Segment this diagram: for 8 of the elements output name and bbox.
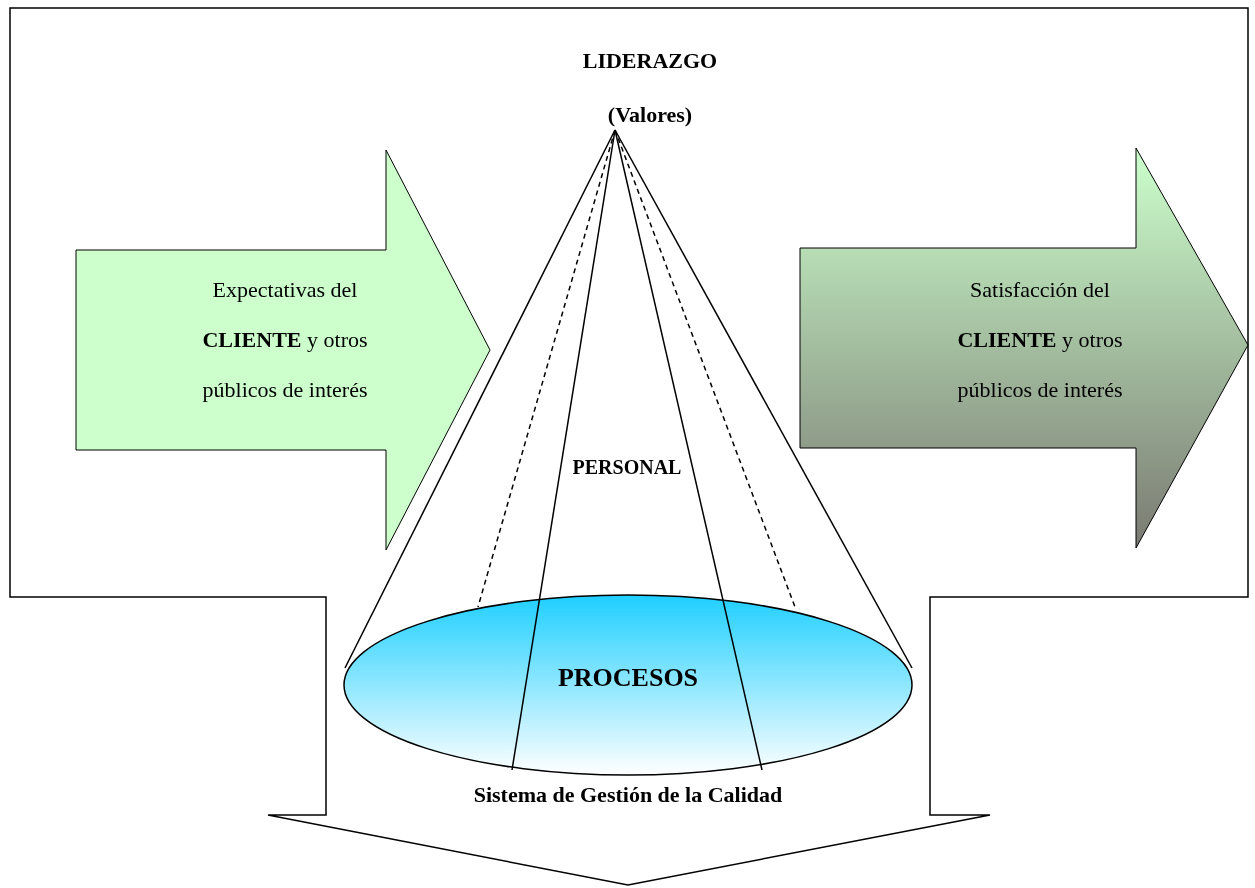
output-text: Satisfacción del CLIENTE y otros públicos de interés [956, 276, 1124, 404]
personal-label: PERSONAL [571, 455, 683, 480]
process-ellipse [340, 591, 916, 779]
quality-system-arrow [8, 6, 1251, 888]
process-label: PROCESOS [556, 662, 700, 694]
input-text: Expectativas del CLIENTE y otros públicos de interés [201, 276, 369, 404]
system-label: Sistema de Gestión de la Calidad [472, 781, 784, 809]
leadership-heading: LIDERAZGO (Valores) [581, 47, 719, 129]
